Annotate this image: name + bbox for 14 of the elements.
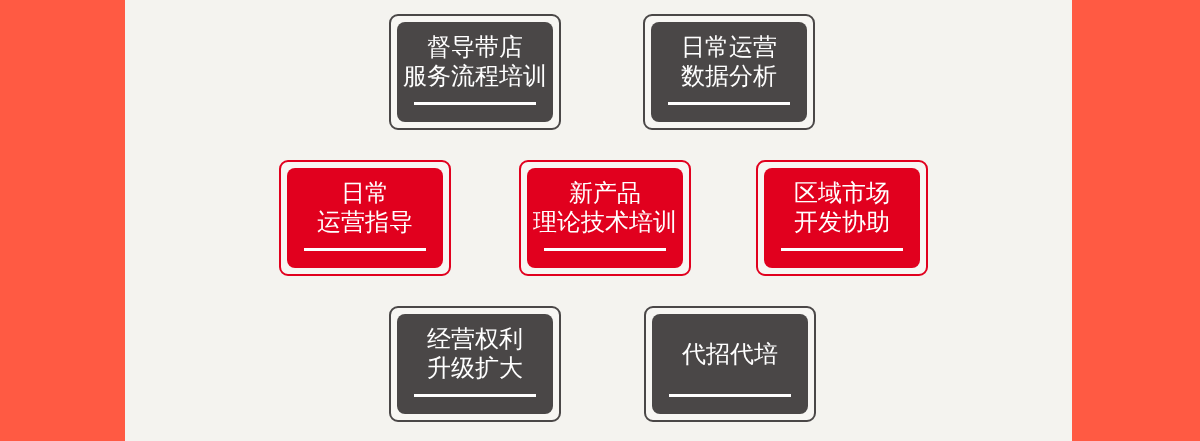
card-title: 区域市场开发协助 — [794, 179, 890, 237]
card-title: 日常运营指导 — [317, 179, 413, 237]
card-frame — [279, 160, 451, 276]
card-frame — [519, 160, 691, 276]
card-title: 代招代培 — [682, 339, 778, 369]
card-title: 日常运营数据分析 — [681, 33, 777, 91]
card-frame — [643, 14, 815, 130]
card-title: 经营权利升级扩大 — [427, 325, 523, 383]
card-frame — [389, 306, 561, 422]
card-frame — [389, 14, 561, 130]
card-title: 新产品理论技术培训 — [533, 179, 677, 237]
card-frame — [644, 306, 816, 422]
card-title: 督导带店服务流程培训 — [403, 33, 547, 91]
card-frame — [756, 160, 928, 276]
